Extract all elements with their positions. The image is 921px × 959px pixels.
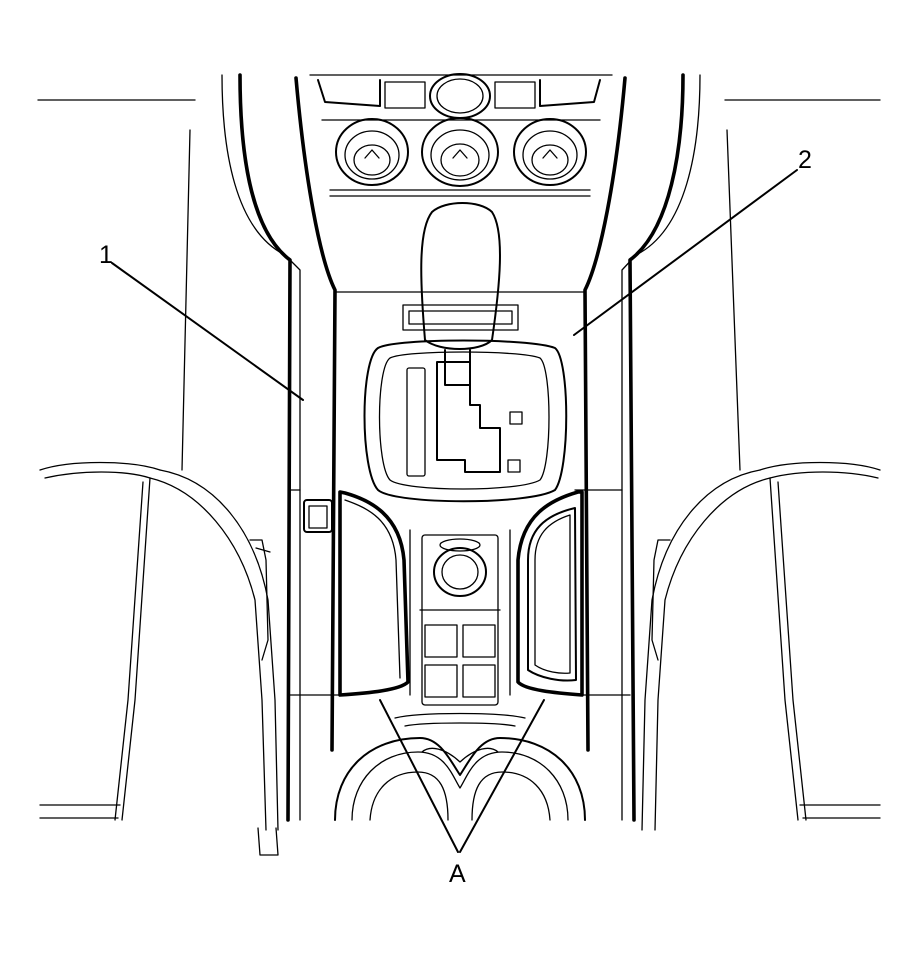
callout-label-2: 2 <box>798 146 812 174</box>
leader-line-1 <box>111 262 304 401</box>
leader-line-a-left <box>379 699 459 853</box>
leader-line-a-right <box>459 699 545 853</box>
center-switch-panel <box>409 529 511 706</box>
callout-label-1: 1 <box>99 241 113 269</box>
cup-holders <box>334 712 586 821</box>
right-bezel-insert <box>516 490 584 697</box>
hvac-control-panel <box>309 73 613 197</box>
hvac-knob-left <box>335 118 409 186</box>
right-side-trim-panel <box>574 73 701 822</box>
shifter-assembly <box>334 202 586 503</box>
hvac-knob-right <box>513 118 587 186</box>
right-seat <box>641 99 881 831</box>
hvac-knob-center <box>421 117 499 187</box>
left-seat <box>37 99 279 856</box>
leader-lines <box>111 169 798 853</box>
leader-line-2 <box>573 169 798 336</box>
callout-label-a: A <box>449 860 466 888</box>
left-bezel-insert <box>338 490 410 697</box>
left-side-trim-panel <box>221 73 343 822</box>
